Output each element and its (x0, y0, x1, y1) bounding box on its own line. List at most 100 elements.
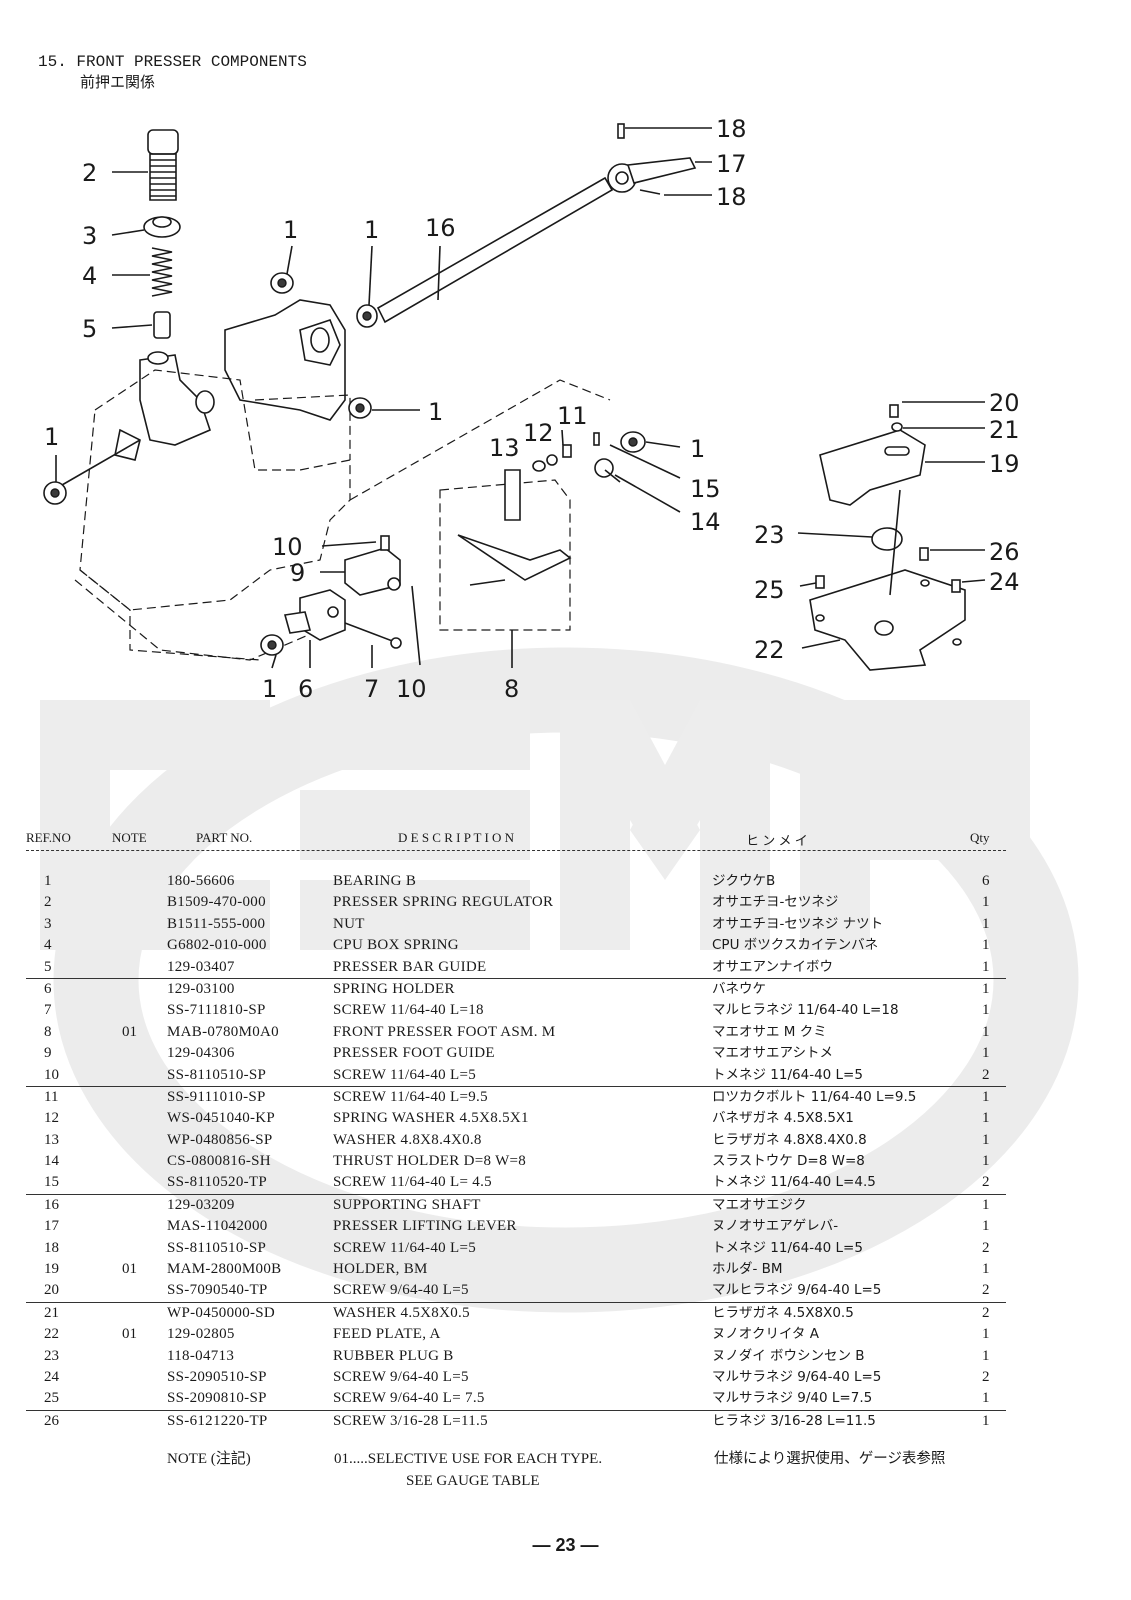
part-4-spring (151, 247, 173, 297)
callout-10: 10 (396, 675, 427, 703)
ref-cell: 14 (44, 1153, 59, 1170)
header-divider (26, 850, 1006, 851)
note-cell: 01 (122, 1326, 137, 1343)
description-cell: WASHER 4.8X8.4X0.8 (333, 1131, 482, 1148)
header-part: PART NO. (196, 830, 253, 845)
callout-1: 1 (44, 423, 59, 451)
part-number-cell: WP-0480856-SP (167, 1131, 273, 1148)
callout-13: 13 (489, 434, 520, 462)
callout-20: 20 (989, 389, 1020, 417)
description-cell: SCREW 9/64-40 L=5 (333, 1282, 469, 1299)
header-description: D E S C R I P T I O N (398, 830, 515, 845)
qty-cell: 1 (982, 980, 990, 997)
qty-cell: 2 (982, 1368, 990, 1385)
part-23-plug (871, 527, 903, 551)
page-number: — 23 — (532, 1535, 599, 1555)
description-cell: SCREW 9/64-40 L= 7.5 (333, 1390, 485, 1407)
part-17-lever (607, 123, 697, 195)
kana-cell: オサエチヨ-セツネジ (712, 894, 839, 911)
kana-cell: マルヒラネジ 9/64-40 L=5 (712, 1282, 882, 1299)
description-cell: NUT (333, 915, 365, 932)
leader-lines (55, 127, 986, 669)
qty-cell: 1 (982, 1261, 990, 1278)
ref-cell: 25 (44, 1390, 59, 1407)
callout-18: 18 (716, 183, 747, 211)
callout-26: 26 (989, 538, 1020, 566)
section-number: 15. (38, 53, 67, 71)
description-cell: RUBBER PLUG B (333, 1347, 454, 1364)
callout-7: 7 (364, 675, 379, 703)
exploded-parts-diagram: 2 3 4 5 1 1 16 18 17 18 1 1 13 12 11 1 1… (43, 115, 1020, 703)
ref-cell: 19 (44, 1261, 59, 1278)
description-cell: SCREW 11/64-40 L= 4.5 (333, 1174, 492, 1191)
kana-cell: マルサラネジ 9/64-40 L=5 (712, 1368, 882, 1385)
part-number-cell: MAS-11042000 (167, 1218, 268, 1235)
qty-cell: 2 (982, 1174, 990, 1191)
callout-25: 25 (754, 576, 785, 604)
callout-8: 8 (504, 675, 519, 703)
kana-cell: トメネジ 11/64-40 L=5 (712, 1066, 863, 1083)
ref-cell: 13 (44, 1131, 59, 1148)
note-label: NOTE (注記) (167, 1451, 251, 1467)
qty-cell: 1 (982, 1088, 990, 1105)
callout-1: 1 (364, 216, 379, 244)
part-6-holder (283, 589, 346, 641)
kana-cell: スラストウケ D=8 W=8 (712, 1153, 865, 1170)
description-cell: BEARING B (333, 873, 417, 889)
part-number-cell: SS-2090810-SP (167, 1390, 267, 1407)
part-number-cell: SS-6121220-TP (167, 1412, 268, 1429)
callout-22: 22 (754, 636, 785, 664)
ref-cell: 24 (44, 1368, 59, 1385)
ref-cell: 1 (44, 873, 52, 889)
callout-5: 5 (82, 315, 97, 343)
part-number-cell: B1509-470-000 (167, 894, 266, 911)
kana-cell: ヒラザガネ 4.8X8.4X0.8 (712, 1131, 867, 1148)
callout-1: 1 (283, 216, 298, 244)
description-cell: THRUST HOLDER D=8 W=8 (333, 1153, 527, 1170)
part-8-foot-asm (439, 469, 572, 631)
description-cell: PRESSER LIFTING LEVER (333, 1218, 517, 1235)
callout-10: 10 (272, 533, 303, 561)
description-cell: SPRING HOLDER (333, 980, 455, 997)
qty-cell: 1 (982, 1196, 990, 1213)
table-row: 13 WP-0480856-SP WASHER 4.8X8.4X0.8 ヒラザガネ 4… (26, 1130, 1006, 1151)
qty-cell: 1 (982, 1045, 990, 1062)
qty-cell: 1 (982, 1390, 990, 1407)
callout-21: 21 (989, 416, 1020, 444)
ref-cell: 26 (44, 1412, 59, 1429)
qty-cell: 1 (982, 1131, 990, 1148)
header-ref: REF.NO (26, 830, 71, 845)
kana-cell: ヌノオサエアゲレバ- (712, 1218, 839, 1235)
description-cell: SCREW 11/64-40 L=5 (333, 1239, 477, 1256)
note-cell: 01 (122, 1023, 137, 1040)
part-2-regulator (147, 129, 179, 201)
kana-cell: バネザガネ 4.5X8.5X1 (712, 1110, 854, 1127)
ref-cell: 2 (44, 894, 52, 911)
ref-cell: 17 (44, 1218, 59, 1235)
left-block (114, 351, 215, 461)
kana-cell: ジクウケB (712, 873, 776, 889)
qty-cell: 1 (982, 1412, 990, 1429)
callout-9: 9 (290, 559, 305, 587)
ref-cell: 5 (44, 958, 52, 975)
ref-cell: 4 (44, 937, 52, 954)
kana-cell: トメネジ 11/64-40 L=5 (712, 1239, 863, 1256)
description-cell: SCREW 11/64-40 L=9.5 (333, 1088, 488, 1105)
ref-cell: 10 (44, 1066, 59, 1083)
note-jp: 仕様により選択使用、ゲージ表参照 (714, 1451, 946, 1467)
housing-outline (74, 369, 611, 661)
part-number-cell: G6802-010-000 (167, 937, 267, 954)
callout-1: 1 (428, 398, 443, 426)
